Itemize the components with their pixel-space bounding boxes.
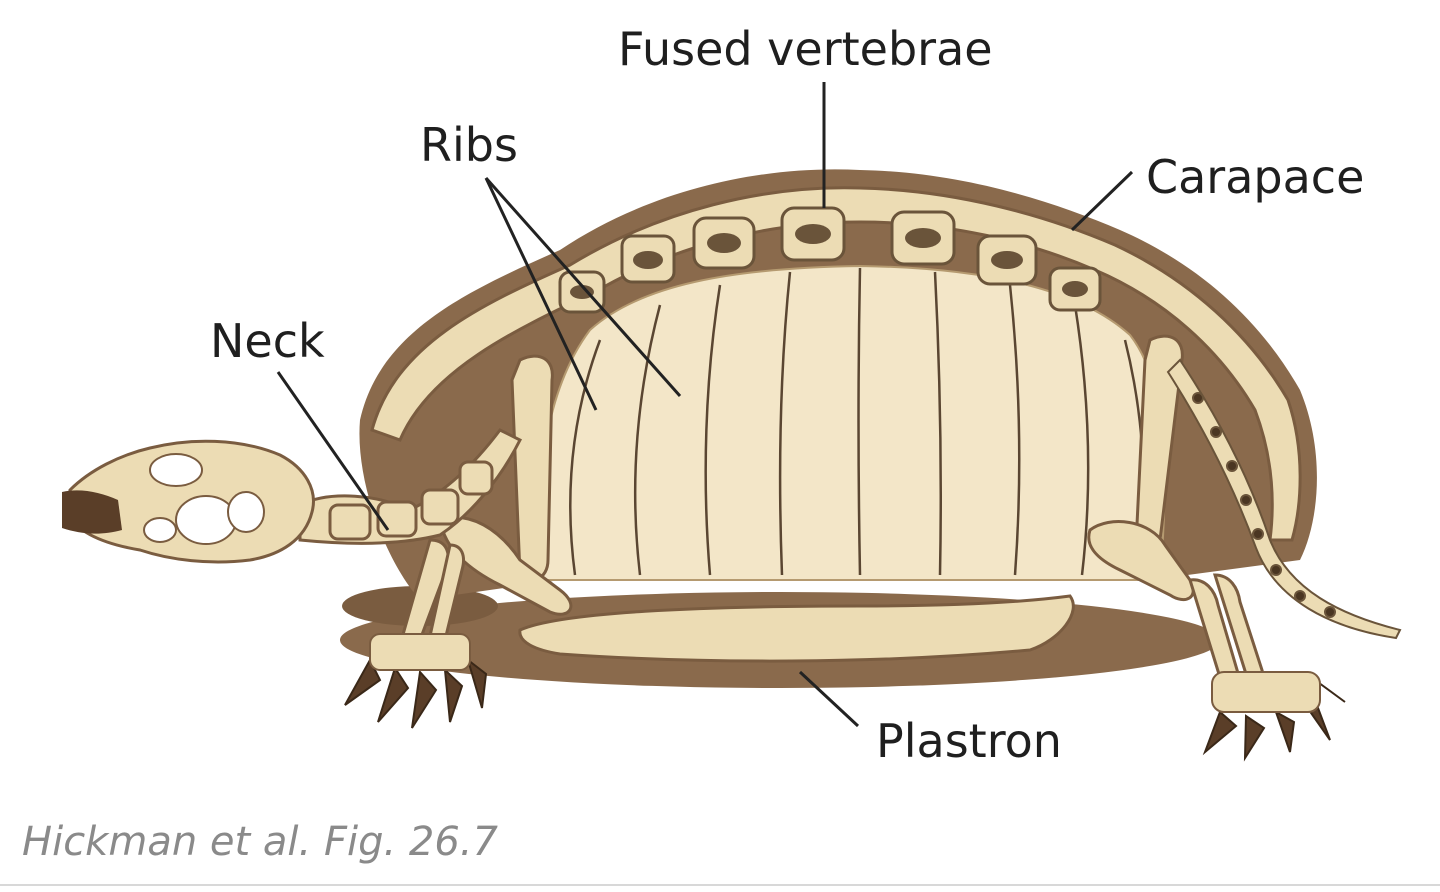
leader-ribs-1 (484, 177, 598, 411)
front-claws (344, 657, 488, 729)
neck-vertebrae (298, 428, 523, 545)
hind-limb (1087, 334, 1265, 695)
label-ribs: Ribs (420, 118, 518, 172)
shell-interior (537, 264, 1166, 581)
label-fused-vertebrae: Fused vertebrae (618, 22, 993, 76)
skull (62, 439, 315, 564)
front-limb (400, 354, 573, 652)
front-toes (369, 633, 471, 671)
leader-carapace (1070, 170, 1134, 232)
leader-plastron (798, 670, 860, 728)
rib-lines (569, 267, 1145, 576)
fused-vertebrae-row (558, 206, 1102, 314)
plastron-plate (518, 594, 1075, 663)
label-plastron: Plastron (876, 714, 1062, 768)
leader-neck (276, 371, 390, 531)
bottom-divider (0, 884, 1440, 886)
label-neck: Neck (210, 314, 325, 368)
label-carapace: Carapace (1146, 150, 1365, 204)
leader-ribs-2 (484, 177, 682, 397)
tail-vertebrae (1166, 358, 1402, 640)
leader-lines (276, 82, 1134, 728)
hind-toes (1211, 671, 1321, 713)
figure-caption: Hickman et al. Fig. 26.7 (22, 819, 498, 865)
hind-claws (1202, 679, 1346, 762)
